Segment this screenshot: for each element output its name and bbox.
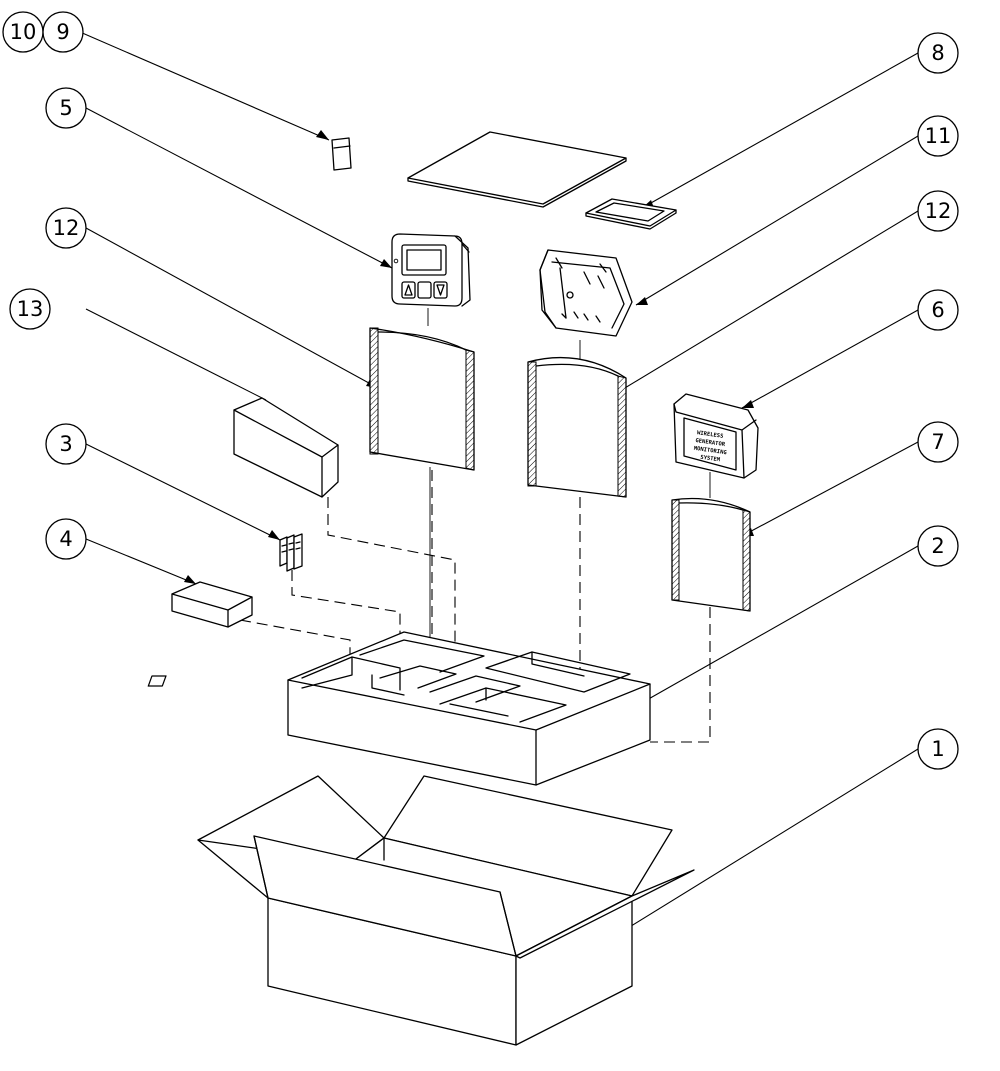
part-small-box [171, 581, 253, 628]
callout-4: 4 [45, 518, 87, 560]
callout-13: 13 [9, 288, 51, 330]
callout-3: 3 [45, 423, 87, 465]
svg-text:10: 10 [10, 20, 37, 44]
svg-text:8: 8 [931, 41, 944, 65]
unit-label-line3: MONITORING [693, 446, 727, 457]
part-shipping-carton [197, 775, 695, 1046]
svg-text:1: 1 [931, 737, 944, 761]
part-monitor-unit: WIRELESS GENERATOR MONITORING SYSTEM [673, 393, 759, 479]
svg-text:13: 13 [17, 297, 44, 321]
callout-6: 6 [917, 289, 959, 331]
part-foam-block [233, 397, 339, 498]
part-gasket [585, 198, 677, 230]
callout-12-right: 12 [917, 190, 959, 232]
unit-label-line2: GENERATOR [695, 438, 726, 448]
part-batteries [279, 533, 303, 572]
unit-label-line1: WIRELESS [697, 430, 724, 440]
part-remote-display [391, 233, 471, 307]
part-bag-small [671, 497, 751, 612]
part-bag-left [369, 327, 475, 471]
callout-5: 5 [45, 87, 87, 129]
svg-text:9: 9 [56, 20, 69, 44]
callout-10: 10 [2, 11, 44, 53]
callout-2: 2 [917, 525, 959, 567]
part-small-card [331, 137, 352, 171]
svg-text:12: 12 [925, 199, 952, 223]
svg-text:5: 5 [59, 96, 72, 120]
part-bag-right [527, 356, 627, 498]
svg-text:2: 2 [931, 534, 944, 558]
svg-text:4: 4 [59, 527, 72, 551]
callout-11: 11 [917, 115, 959, 157]
callout-1: 1 [917, 728, 959, 770]
callout-8: 8 [917, 32, 959, 74]
svg-text:6: 6 [931, 298, 944, 322]
callout-12-left: 12 [45, 207, 87, 249]
svg-text:11: 11 [925, 124, 952, 148]
svg-text:7: 7 [931, 430, 944, 454]
part-manual-sheet [407, 131, 627, 208]
part-mount-bracket [539, 249, 633, 337]
unit-label-line4: SYSTEM [700, 455, 721, 464]
part-foam-tray [147, 631, 651, 786]
svg-text:3: 3 [59, 432, 72, 456]
callout-9: 9 [42, 11, 84, 53]
svg-text:12: 12 [53, 216, 80, 240]
callout-7: 7 [917, 421, 959, 463]
